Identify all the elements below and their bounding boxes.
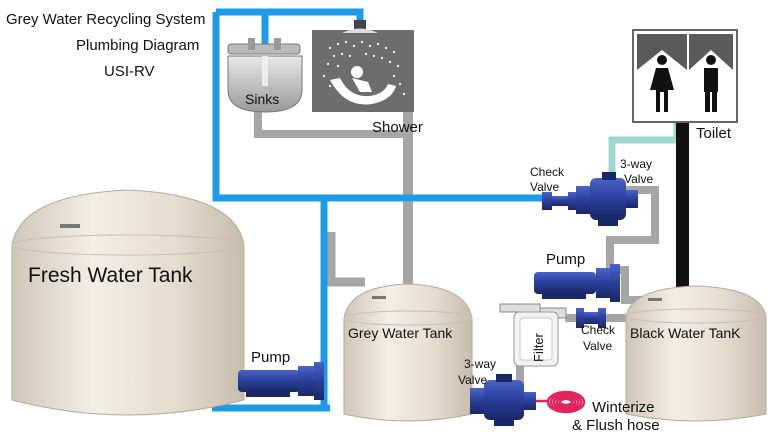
title-line-3: USI-RV	[104, 63, 155, 80]
pump-left-label: Pump	[251, 349, 290, 366]
three-way-top-label-2: Valve	[624, 172, 653, 186]
check-valve-top-label-1: Check	[530, 165, 565, 179]
right-pump: Pump	[534, 251, 620, 302]
bottom-three-way-valve: 3-way Valve	[458, 357, 536, 426]
shower-fixture	[312, 20, 414, 112]
filter-unit: Filter	[499, 303, 567, 367]
black-water-tank: Black Water TanK	[625, 285, 767, 422]
three-way-top-label-1: 3-way	[620, 157, 652, 171]
title-line-1: Grey Water Recycling System	[6, 11, 206, 28]
filter-label: Filter	[531, 332, 546, 362]
toilet-label: Toilet	[696, 125, 732, 142]
fresh-to-check-valve-pipe	[216, 194, 552, 202]
top-three-way-valve: 3-way Valve	[576, 157, 653, 226]
winterize-label-1: Winterize	[592, 399, 655, 416]
valve-icon	[484, 380, 524, 420]
toilet-waste-pipe	[676, 118, 689, 288]
three-way-bottom-label-1: 3-way	[464, 357, 496, 371]
restroom-icon	[650, 55, 718, 112]
black-tank-label: Black Water TanK	[630, 325, 741, 341]
shower-label: Shower	[372, 119, 423, 136]
pump-to-3way-pipe	[606, 186, 659, 280]
fresh-tank-label: Fresh Water Tank	[28, 264, 193, 287]
left-pump: Pump	[238, 349, 324, 400]
grey-water-tank: Grey Water Tank	[343, 283, 473, 422]
fresh-water-tank: Fresh Water Tank	[11, 189, 245, 416]
three-way-bottom-label-2: Valve	[458, 373, 487, 387]
fresh-supply-shower-pipe	[265, 8, 364, 28]
pump-icon	[534, 264, 620, 302]
valve-icon	[590, 178, 626, 220]
title-line-2: Plumbing Diagram	[76, 37, 199, 54]
restroom-sign	[632, 29, 738, 123]
grey-tank-label: Grey Water Tank	[348, 325, 453, 341]
check-valve-bottom-label-1: Check	[581, 323, 616, 337]
valve-icon	[542, 192, 552, 210]
sink-fixture: Sinks	[227, 38, 303, 113]
sink-drain-pipe	[254, 112, 408, 138]
top-check-valve: Check Valve	[530, 165, 576, 210]
pump-right-label: Pump	[546, 251, 585, 268]
pump-icon	[238, 362, 324, 400]
grey-tank-overflow-pipe	[326, 232, 365, 287]
shower-icon	[322, 20, 406, 105]
bottom-check-valve: Check Valve	[576, 308, 616, 353]
winterize-label-2: & Flush hose	[572, 417, 660, 434]
hose-icon	[536, 390, 586, 414]
valve-icon	[576, 308, 584, 328]
check-valve-bottom-label-2: Valve	[583, 339, 612, 353]
check-valve-top-label-2: Valve	[530, 180, 559, 194]
sinks-label: Sinks	[245, 91, 279, 107]
